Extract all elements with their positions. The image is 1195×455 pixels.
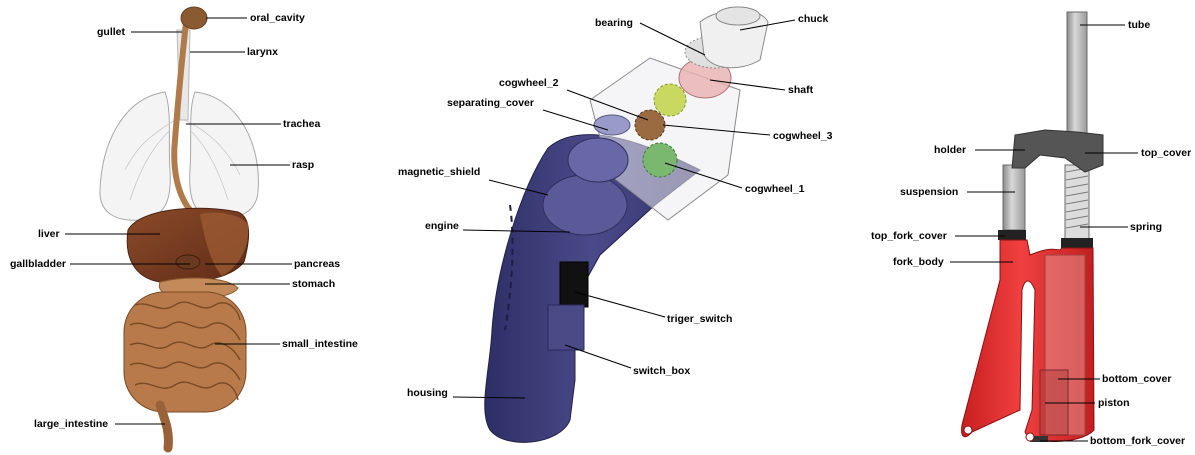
label-fork-body: fork_body — [893, 256, 944, 268]
suspension-shape — [1003, 165, 1025, 230]
label-bottom-cover: bottom_cover — [1102, 373, 1171, 385]
oral-cavity-shape — [181, 7, 207, 29]
trigger-switch-shape — [560, 262, 588, 307]
label-small-intestine: small_intestine — [282, 338, 358, 350]
label-liver: liver — [38, 228, 60, 240]
label-oral-cavity: oral_cavity — [250, 12, 305, 24]
label-suspension: suspension — [900, 186, 958, 198]
drill-illustration — [485, 7, 768, 442]
cogwheel-3-shape — [654, 84, 686, 116]
cogwheel-2-shape — [635, 110, 665, 140]
label-cogwheel-3: cogwheel_3 — [773, 130, 833, 142]
label-engine: engine — [425, 220, 459, 232]
label-spring: spring — [1130, 221, 1162, 233]
label-separating-cover: separating_cover — [447, 97, 534, 109]
label-pancreas: pancreas — [294, 258, 340, 270]
label-cogwheel-1: cogwheel_1 — [745, 183, 805, 195]
top-fork-cover-right — [1061, 238, 1093, 248]
gallbladder-shape — [176, 255, 200, 269]
label-cogwheel-2: cogwheel_2 — [499, 77, 559, 89]
label-gallbladder: gallbladder — [10, 258, 66, 270]
tube-shape — [1067, 12, 1087, 152]
label-larynx: larynx — [247, 46, 278, 58]
label-holder: holder — [934, 144, 966, 156]
engine-shape — [543, 175, 627, 235]
label-gullet: gullet — [97, 26, 125, 38]
cogwheel-1-shape — [643, 143, 677, 177]
label-bearing: bearing — [595, 17, 633, 29]
label-housing: housing — [407, 387, 448, 399]
small-intestine-shape — [124, 292, 246, 412]
label-rasp: rasp — [292, 159, 314, 171]
label-trachea: trachea — [283, 118, 320, 130]
label-top-cover: top_cover — [1141, 147, 1191, 159]
top-fork-cover-left — [998, 230, 1026, 240]
label-tube: tube — [1128, 19, 1150, 31]
label-shaft: shaft — [788, 84, 813, 96]
label-large-intestine: large_intestine — [34, 418, 108, 430]
label-bottom-fork-cover: bottom_fork_cover — [1090, 435, 1185, 447]
anatomy-illustration — [100, 7, 258, 448]
separating-cover-shape — [594, 115, 630, 135]
label-top-fork-cover: top_fork_cover — [871, 230, 947, 242]
switch-box-shape — [548, 305, 584, 350]
lung-right — [100, 92, 170, 220]
label-triger-switch: triger_switch — [667, 313, 732, 325]
lung-left — [190, 92, 259, 218]
label-magnetic-shield: magnetic_shield — [398, 166, 480, 178]
label-stomach: stomach — [292, 278, 335, 290]
label-chuck: chuck — [798, 13, 828, 25]
label-switch-box: switch_box — [633, 365, 690, 377]
label-piston: piston — [1098, 397, 1130, 409]
holder-shape — [1012, 130, 1103, 172]
